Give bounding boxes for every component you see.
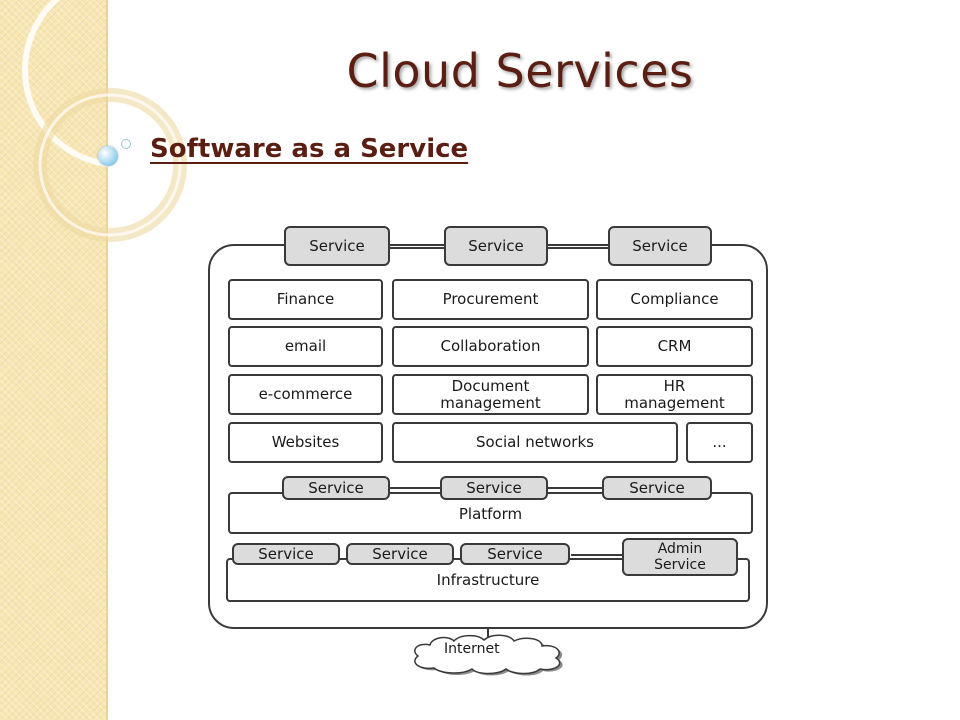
internet-cloud-icon: [414, 634, 563, 676]
connector: [571, 554, 623, 556]
app-email: email: [228, 326, 383, 367]
infrastructure-service-2: Service: [346, 543, 454, 565]
top-service-3: Service: [608, 226, 712, 266]
internet-label: Internet: [444, 641, 500, 657]
connector: [546, 247, 610, 249]
top-service-2: Service: [444, 226, 548, 266]
app-procurement: Procurement: [392, 279, 589, 320]
infrastructure-service-1: Service: [232, 543, 340, 565]
slide-subtitle: Software as a Service: [150, 134, 469, 164]
saas-architecture-diagram: Service Service Service Finance Procurem…: [196, 214, 780, 676]
app-ecommerce: e-commerce: [228, 374, 383, 415]
app-hr-management: HR management: [596, 374, 753, 415]
bullet-ring-icon: [121, 139, 131, 149]
connector: [487, 627, 489, 639]
slide-title: Cloud Services: [346, 44, 694, 98]
connector: [388, 247, 446, 249]
top-service-1: Service: [284, 226, 390, 266]
admin-service: Admin Service: [622, 538, 738, 576]
decorative-rings: [22, 0, 218, 242]
app-social-networks: Social networks: [392, 422, 678, 463]
app-websites: Websites: [228, 422, 383, 463]
app-compliance: Compliance: [596, 279, 753, 320]
app-collaboration: Collaboration: [392, 326, 589, 367]
app-more: ...: [686, 422, 753, 463]
app-finance: Finance: [228, 279, 383, 320]
infrastructure-layer: Infrastructure: [226, 558, 750, 602]
app-document-management: Document management: [392, 374, 589, 415]
infrastructure-service-3: Service: [460, 543, 570, 565]
platform-service-2: Service: [440, 476, 548, 500]
connector: [546, 487, 606, 489]
platform-service-3: Service: [602, 476, 712, 500]
connector: [388, 487, 443, 489]
app-crm: CRM: [596, 326, 753, 367]
bullet-icon: [98, 146, 118, 166]
platform-service-1: Service: [282, 476, 390, 500]
